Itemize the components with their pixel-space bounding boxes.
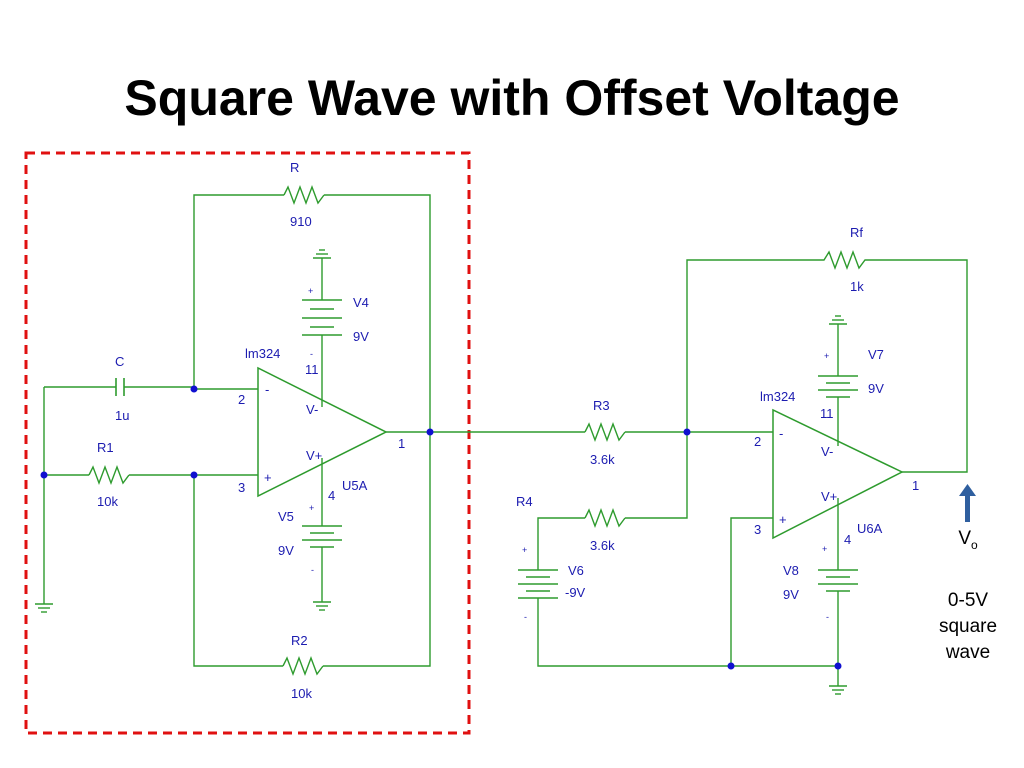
u6a-model-label: lm324 xyxy=(760,389,795,404)
v4-value-label: 9V xyxy=(353,329,369,344)
battery-v7-symbol xyxy=(818,375,858,398)
r2-name-label: R2 xyxy=(291,633,308,648)
r4-value-label: 3.6k xyxy=(590,538,615,553)
resistor-r2-symbol xyxy=(282,656,324,676)
ground-icon xyxy=(829,315,847,325)
u6a-pin-noninv: 3 xyxy=(754,522,761,537)
output-line-1: 0-5V xyxy=(947,590,989,611)
ground-icon xyxy=(34,603,54,613)
v8-value-label: 9V xyxy=(783,587,799,602)
u5a-pin-bottom: 4 xyxy=(328,488,335,503)
u5a-ref-label: U5A xyxy=(342,478,368,493)
u5a-pin-noninv: 3 xyxy=(238,480,245,495)
output-description: 0-5V square wave xyxy=(920,588,1016,666)
r4-name-label: R4 xyxy=(516,494,533,509)
v8-minus-sign: - xyxy=(826,612,829,622)
v5-name-label: V5 xyxy=(278,509,294,524)
battery-v4-symbol xyxy=(302,299,342,336)
u6a-plus-sign: + xyxy=(779,512,787,527)
u6a-pin-out: 1 xyxy=(912,478,919,493)
u6a-pin-inv: 2 xyxy=(754,434,761,449)
r-value-label: 910 xyxy=(290,214,312,229)
v8-name-label: V8 xyxy=(783,563,799,578)
output-sub-text: o xyxy=(971,537,978,552)
rf-name-label: Rf xyxy=(850,225,863,240)
resistor-r-symbol xyxy=(283,185,325,205)
output-line-3: wave xyxy=(945,642,991,663)
u6a-vminus-label: V- xyxy=(821,444,833,459)
v4-minus-sign: - xyxy=(310,349,313,359)
opamp-u5a-symbol xyxy=(257,366,388,498)
opamp-u6a-symbol xyxy=(772,408,904,540)
resistor-r3-symbol xyxy=(584,422,626,442)
v6-name-label: V6 xyxy=(568,563,584,578)
v6-value-label: -9V xyxy=(565,585,586,600)
resistor-r1-symbol xyxy=(88,465,130,485)
u5a-plus-sign: + xyxy=(264,470,272,485)
page-title: Square Wave with Offset Voltage xyxy=(124,70,900,126)
u5a-vminus-label: V- xyxy=(306,402,318,417)
u6a-vplus-label: V+ xyxy=(821,489,837,504)
battery-v5-symbol xyxy=(302,525,342,548)
r1-name-label: R1 xyxy=(97,440,114,455)
v6-plus-sign: + xyxy=(522,545,527,555)
u6a-ref-label: U6A xyxy=(857,521,883,536)
v4-name-label: V4 xyxy=(353,295,369,310)
stage1-highlight-box xyxy=(24,151,471,735)
u5a-pin-top: 11 xyxy=(305,362,319,377)
u5a-pin-out: 1 xyxy=(398,436,405,451)
u6a-minus-sign: - xyxy=(779,426,783,441)
v5-minus-sign: - xyxy=(311,565,314,575)
c-value-label: 1u xyxy=(115,408,129,423)
v4-plus-sign: + xyxy=(308,286,313,296)
v8-plus-sign: + xyxy=(822,544,827,554)
u5a-minus-sign: - xyxy=(265,382,269,397)
r3-value-label: 3.6k xyxy=(590,452,615,467)
r1-value-label: 10k xyxy=(97,494,118,509)
capacitor-c-symbol xyxy=(115,378,125,396)
ground-icon xyxy=(313,249,331,259)
ground-icon xyxy=(312,601,332,611)
output-v-text: V xyxy=(958,528,971,549)
resistor-rf-symbol xyxy=(817,250,880,270)
output-line-2: square xyxy=(938,616,998,637)
v5-value-label: 9V xyxy=(278,543,294,558)
r3-name-label: R3 xyxy=(593,398,610,413)
u6a-pin-bottom: 4 xyxy=(844,532,851,547)
u5a-vplus-label: V+ xyxy=(306,448,322,463)
stage1-wires xyxy=(43,194,585,667)
u5a-pin-inv: 2 xyxy=(238,392,245,407)
v7-name-label: V7 xyxy=(868,347,884,362)
v6-minus-sign: - xyxy=(524,612,527,622)
r-name-label: R xyxy=(290,160,299,175)
resistor-r4-symbol xyxy=(584,508,626,528)
battery-v8-symbol xyxy=(818,569,858,592)
r2-value-label: 10k xyxy=(291,686,312,701)
stage2-wires xyxy=(537,259,968,686)
battery-v6-symbol xyxy=(518,569,558,599)
c-name-label: C xyxy=(115,354,124,369)
u6a-pin-top: 11 xyxy=(820,406,834,421)
v7-plus-sign: + xyxy=(824,351,829,361)
v5-plus-sign: + xyxy=(309,503,314,513)
v7-value-label: 9V xyxy=(868,381,884,396)
rf-value-label: 1k xyxy=(850,279,864,294)
v7-minus-sign: - xyxy=(826,412,829,422)
u5a-model-label: lm324 xyxy=(245,346,280,361)
output-vo-label: Vo xyxy=(948,526,988,558)
output-arrow-icon xyxy=(959,484,976,522)
junction-nodes xyxy=(40,385,842,670)
ground-icon xyxy=(828,685,848,695)
